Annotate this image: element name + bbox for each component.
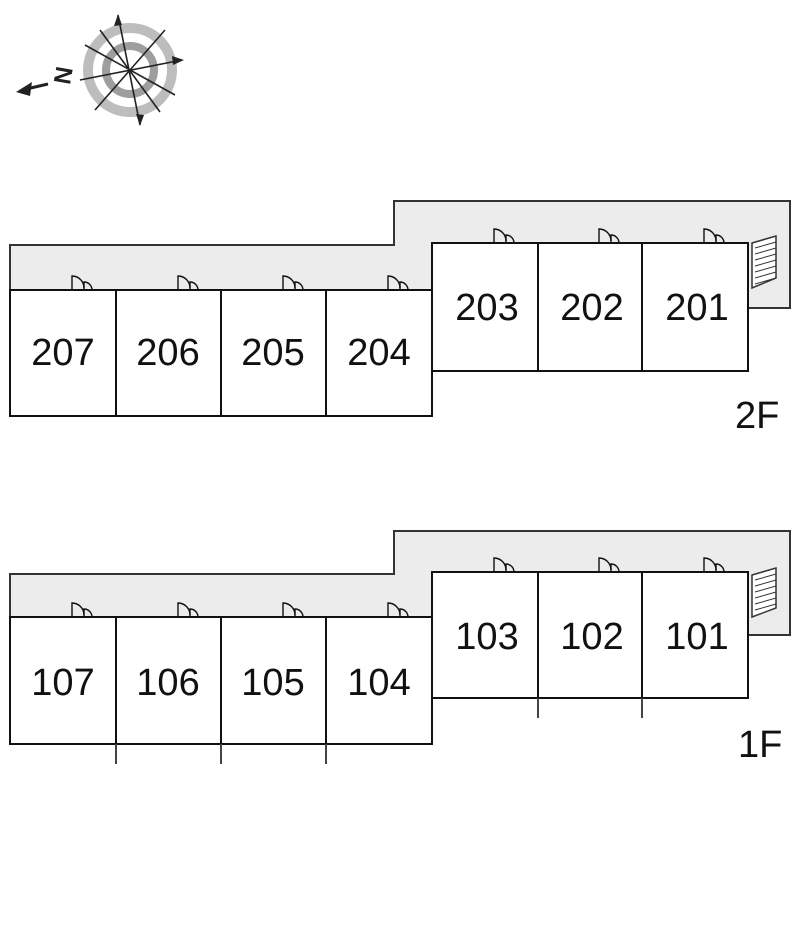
- room-103: [431, 571, 539, 699]
- stairs-icon: [751, 235, 777, 290]
- door-icon: [71, 228, 725, 291]
- room-207: [9, 289, 117, 417]
- compass-icon: N: [16, 14, 184, 126]
- north-letter: N: [49, 65, 79, 87]
- room-203: [431, 242, 539, 372]
- room-205: [220, 289, 327, 417]
- room-label: 104: [347, 662, 410, 704]
- room-label: 101: [665, 616, 728, 658]
- room-label: 107: [31, 662, 94, 704]
- room-label: 206: [136, 332, 199, 374]
- room-label: 204: [347, 332, 410, 374]
- door-icon: [71, 557, 725, 618]
- room-104: [325, 616, 433, 745]
- room-204: [325, 289, 433, 417]
- room-label: 207: [31, 332, 94, 374]
- room-label: 105: [241, 662, 304, 704]
- room-label: 102: [560, 616, 623, 658]
- floor-1f: 107 106 105 104 103 102 101 1F: [9, 530, 791, 766]
- floor-label: 1F: [738, 724, 782, 766]
- room-label: 106: [136, 662, 199, 704]
- room-101: [641, 571, 749, 699]
- room-label: 203: [455, 287, 518, 329]
- room-107: [9, 616, 117, 745]
- floor-label: 2F: [735, 395, 779, 437]
- stairs-icon: [751, 567, 777, 619]
- room-202: [537, 242, 643, 372]
- room-label: 103: [455, 616, 518, 658]
- room-label: 202: [560, 287, 623, 329]
- room-201: [641, 242, 749, 372]
- floor-2f: 207 206 205 204 203 202 201 2F: [9, 200, 791, 437]
- room-label: 205: [241, 332, 304, 374]
- room-label: 201: [665, 287, 728, 329]
- room-102: [537, 571, 643, 699]
- room-106: [115, 616, 222, 745]
- room-206: [115, 289, 222, 417]
- room-105: [220, 616, 327, 745]
